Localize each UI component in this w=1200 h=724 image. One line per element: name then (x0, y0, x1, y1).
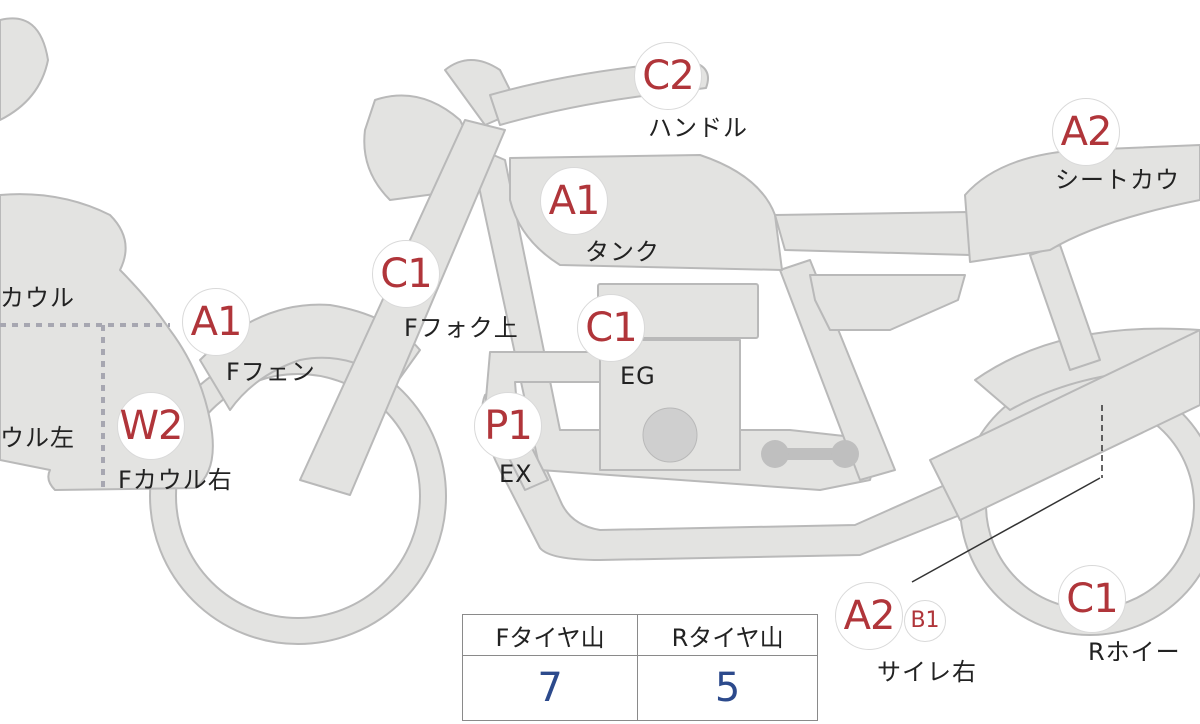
grade-f-fender: A1 (182, 288, 250, 356)
label-cowl-left: ウル左 (0, 424, 75, 452)
rear-fender (974, 327, 1200, 411)
muffler (929, 329, 1200, 521)
tire-header-rear: Rタイヤ山 (637, 614, 818, 656)
label-f-cowl-right: Fカウル右 (118, 466, 233, 494)
grade-silencer-right: A2 (835, 582, 903, 650)
footpeg-end-left (761, 440, 789, 468)
grade-tank: A1 (540, 167, 608, 235)
engine-block (599, 339, 741, 471)
tire-table-value-row: 7 5 (461, 655, 818, 721)
tire-header-front: Fタイヤ山 (461, 614, 639, 656)
silencer-leader-line (911, 477, 1101, 583)
front-fender (199, 303, 421, 411)
grade-handle: C2 (634, 42, 702, 110)
label-silencer-right: サイレ右 (877, 658, 977, 686)
label-r-wheel: Rホイー (1088, 638, 1181, 666)
grade-ex: P1 (474, 392, 542, 460)
tire-tread-table: Fタイヤ山 Rタイヤ山 7 5 (461, 614, 818, 721)
footpeg-end-right (831, 440, 859, 468)
grade-seat-cowl: A2 (1052, 98, 1120, 166)
side-cover (809, 274, 966, 331)
tire-value-front: 7 (461, 655, 639, 721)
subgrade-silencer-right: B1 (904, 600, 946, 642)
label-f-fender: Fフェン (226, 358, 316, 386)
label-cowl: カウル (0, 284, 75, 312)
label-seat-cowl: シートカウ (1055, 166, 1180, 194)
frame-rear (779, 259, 896, 481)
front-cowl (0, 17, 49, 121)
tire-table-header-row: Fタイヤ山 Rタイヤ山 (461, 614, 818, 656)
seat (774, 211, 971, 256)
grade-eg: C1 (577, 294, 645, 362)
label-f-fork-top: Fフォク上 (404, 314, 519, 342)
grade-f-fork-top: C1 (372, 240, 440, 308)
engine-cover-circle (642, 407, 698, 463)
footpeg-bar (775, 448, 845, 460)
tire-value-rear: 5 (637, 655, 818, 721)
grade-r-wheel: C1 (1058, 565, 1126, 633)
label-handle: ハンドル (648, 114, 748, 142)
grade-f-cowl-right: W2 (117, 392, 185, 460)
label-tank: タンク (585, 238, 660, 266)
label-ex: EX (499, 460, 533, 488)
label-eg: EG (620, 362, 656, 390)
